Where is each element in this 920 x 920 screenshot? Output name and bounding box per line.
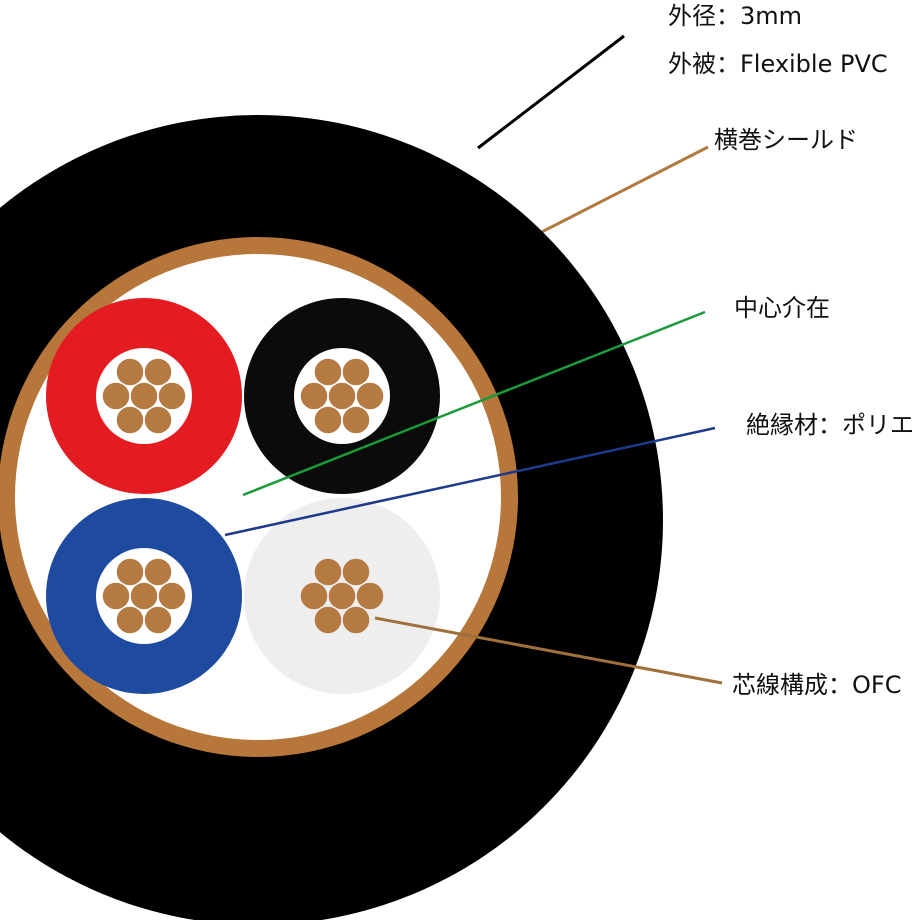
label-insulation: 絶縁材：ポリエ <box>746 411 914 439</box>
copper-strands-white <box>299 557 385 635</box>
label-jacket: 外被：Flexible PVC <box>668 50 888 78</box>
leader-line-conductor <box>374 616 723 685</box>
leader-line-insulation <box>224 426 716 537</box>
label-conductor: 芯線構成：OFC <box>732 671 902 699</box>
copper-strands-red <box>101 357 187 435</box>
copper-strands-blue <box>101 557 187 635</box>
copper-strands-black <box>299 357 385 435</box>
leader-line-filler <box>242 310 706 497</box>
label-shield: 横巻シールド <box>714 126 858 154</box>
label-outer-diameter: 外径：3mm <box>668 2 803 30</box>
label-filler: 中心介在 <box>734 294 830 322</box>
leader-line-outer <box>477 34 625 150</box>
